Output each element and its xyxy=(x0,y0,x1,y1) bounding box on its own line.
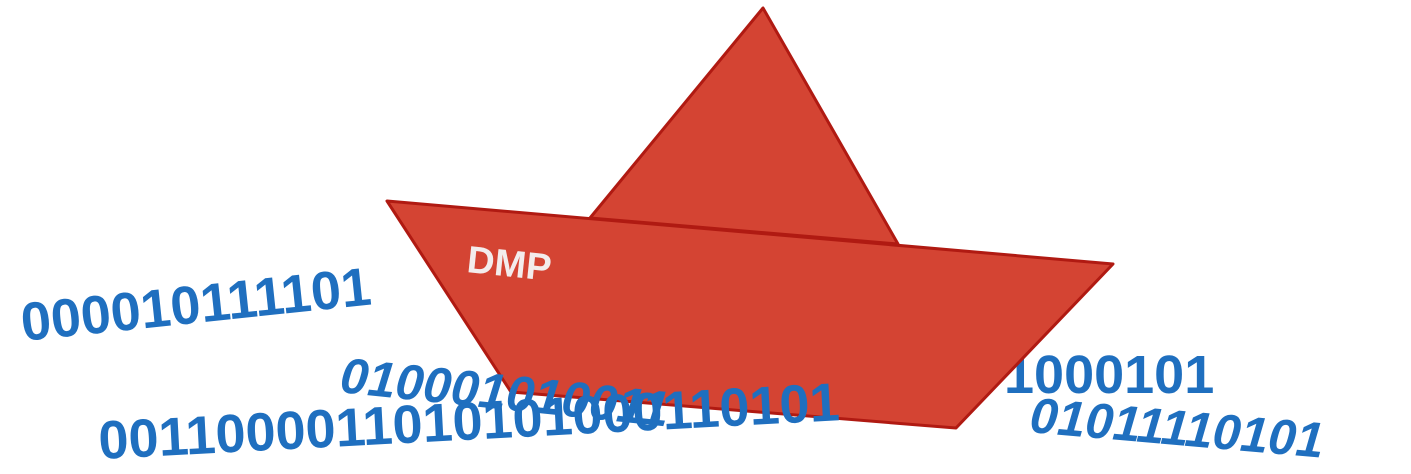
boat-label: DMP xyxy=(465,239,553,290)
binary-string-top-right: 1000101 xyxy=(1004,345,1215,405)
boat-hull xyxy=(385,199,1115,430)
boat-sail xyxy=(588,6,900,246)
